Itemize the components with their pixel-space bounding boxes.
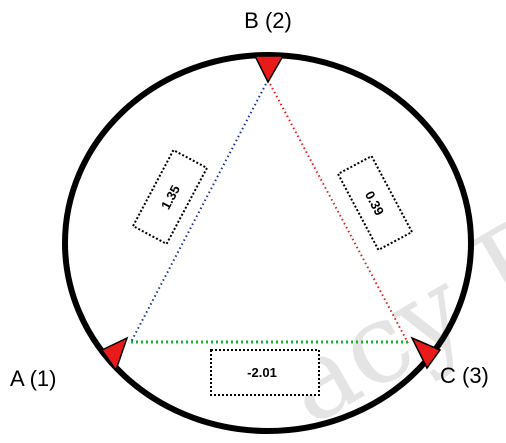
boundary-circle — [62, 52, 474, 434]
edge-ac-label-box: -2.01 — [210, 349, 320, 396]
edge-bc — [267, 79, 409, 344]
edge-ab-label-box: 1.35 — [131, 148, 209, 246]
node-b-marker — [253, 55, 285, 84]
node-a-label: A (1) — [10, 366, 56, 391]
node-a-marker — [100, 336, 129, 372]
node-c-marker — [410, 336, 442, 370]
edge-ac-value: -2.01 — [247, 365, 277, 380]
node-c-label: C (3) — [440, 363, 489, 388]
edge-bc-label-box: 0.39 — [336, 154, 414, 252]
node-b-label: B (2) — [244, 8, 292, 33]
